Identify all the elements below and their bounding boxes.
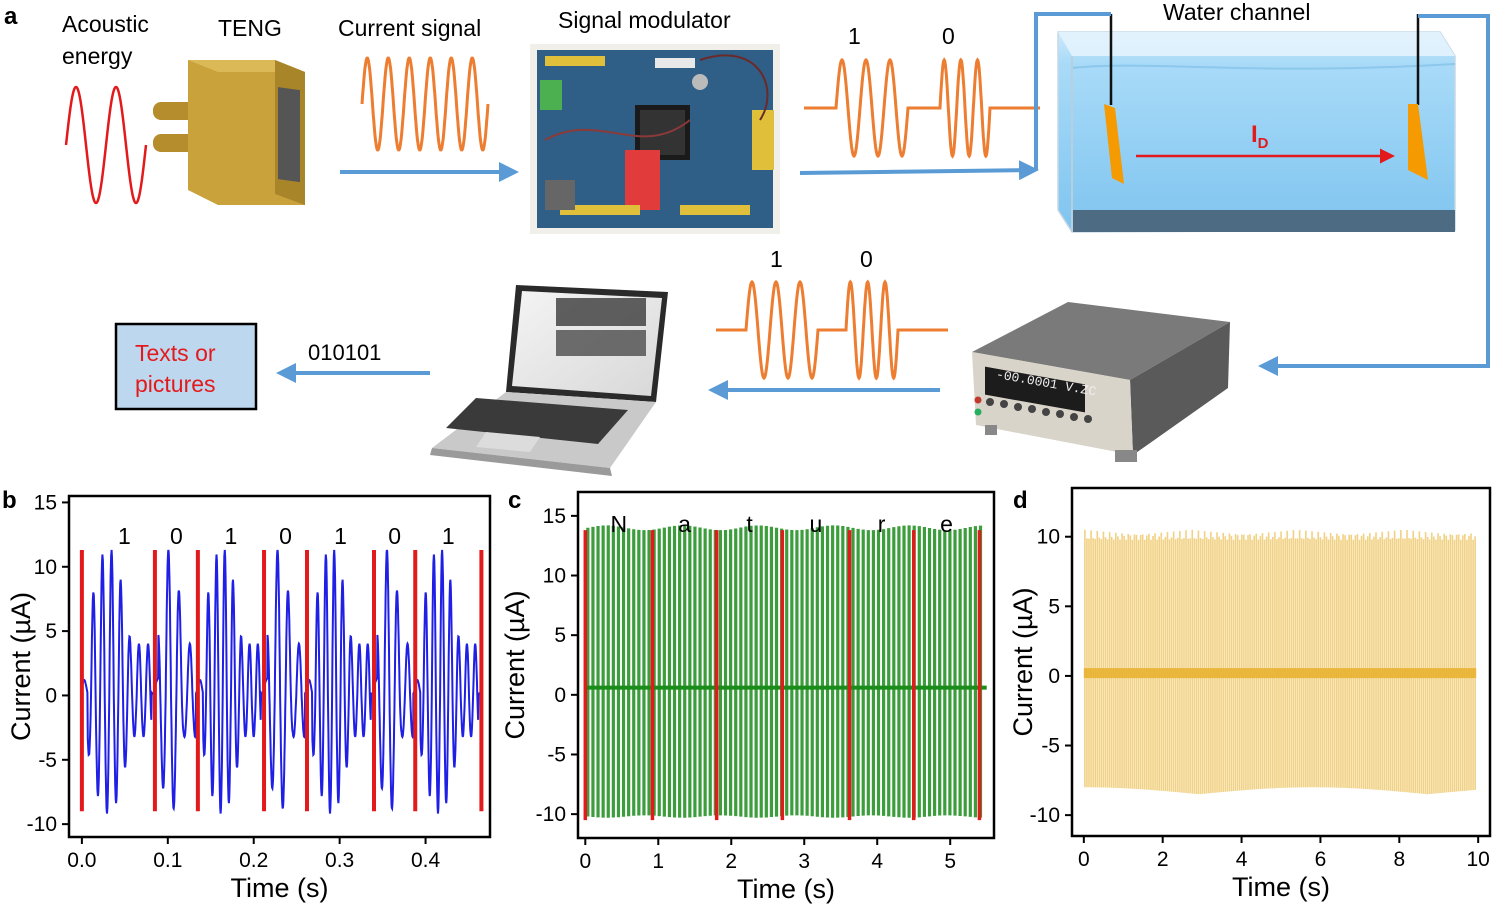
chart-d-ytick-label: -5 <box>1041 735 1060 758</box>
chart-c-xtick-label: 3 <box>798 850 810 873</box>
chart-c-letter-label: u <box>810 511 823 537</box>
panel-label-a: a <box>4 3 18 30</box>
label-binary-output: 010101 <box>308 340 381 365</box>
chart-b-ytick-label: 10 <box>34 556 57 579</box>
chart-b-ylabel: Current (µA) <box>6 592 36 741</box>
chart-b-bit-label: 1 <box>118 523 131 549</box>
label-acoustic-line2: energy <box>62 43 133 69</box>
chart-b-bit-label: 1 <box>442 523 455 549</box>
chart-b-ytick-label: -5 <box>38 749 57 772</box>
arrow-channel-to-meter <box>1258 14 1490 376</box>
chart-d-ytick-label: 5 <box>1048 595 1060 618</box>
chart-c-ytick-label: 5 <box>554 624 566 647</box>
chart-c-xtick-label: 1 <box>652 850 664 873</box>
chart-b-ytick-label: 0 <box>45 684 57 707</box>
laptop-icon <box>430 285 668 476</box>
chart-c-letter-label: N <box>611 511 628 537</box>
chart-b-xtick-label: 0.4 <box>411 849 441 872</box>
chart-b-bit-label: 0 <box>388 523 401 549</box>
chart-b-xlabel: Time (s) <box>231 873 329 903</box>
chart-c-xlabel: Time (s) <box>737 874 835 904</box>
chart-d-xtick-label: 6 <box>1315 848 1327 871</box>
chart-c-xtick-label: 0 <box>579 850 591 873</box>
label-bit-top-1: 1 <box>848 23 861 49</box>
label-teng: TENG <box>218 15 282 41</box>
chart-c-ytick-label: -5 <box>547 743 566 766</box>
chart-b-bit-label: 1 <box>225 523 238 549</box>
chart-b-xtick-label: 0.1 <box>153 849 182 872</box>
chart-d-ytick-label: -10 <box>1030 804 1060 827</box>
chart-d-frame <box>1070 486 1492 838</box>
chart-c-xtick-label: 2 <box>725 850 737 873</box>
chart-b-bit-label: 0 <box>170 523 183 549</box>
chart-b-xtick-label: 0.3 <box>325 849 354 872</box>
chart-b-bit-label: 0 <box>279 523 292 549</box>
chart-d-ytick-label: 0 <box>1048 665 1060 688</box>
wire-to-channel <box>1034 12 1111 170</box>
result-text-line2: pictures <box>135 371 216 397</box>
chart-c-ytick-label: 10 <box>543 565 566 588</box>
chart-b-ytick-label: 5 <box>45 620 57 643</box>
chart-b-xtick-label: 0.2 <box>239 849 268 872</box>
teng-device-icon <box>153 60 305 205</box>
chart-d-series <box>1083 529 1477 795</box>
chart-c-letter-label: a <box>678 511 691 537</box>
electrode-left <box>1104 104 1124 184</box>
chart-b-series-line <box>80 549 483 814</box>
modulated-wave-top <box>804 57 1040 159</box>
result-box <box>114 322 258 411</box>
chart-d-xtick-label: 8 <box>1393 848 1405 871</box>
label-bit-top-0: 0 <box>942 23 955 49</box>
chart-d-ylabel: Current (µA) <box>1008 587 1038 736</box>
chart-d-xtick-label: 0 <box>1078 848 1090 871</box>
chart-c-series <box>585 525 987 818</box>
label-water-channel: Water channel <box>1163 0 1310 25</box>
result-text-line1: Texts or <box>135 340 216 366</box>
label-signal-modulator: Signal modulator <box>558 7 731 33</box>
label-acoustic-line1: Acoustic <box>62 11 149 37</box>
chart-d-xlabel: Time (s) <box>1232 872 1330 902</box>
chart-c-ytick-label: 15 <box>543 505 566 528</box>
current-signal-wave <box>360 56 490 152</box>
electrode-right <box>1408 104 1428 180</box>
chart-c-xtick-label: 4 <box>871 850 883 873</box>
chart-d-xtick-label: 10 <box>1466 848 1489 871</box>
label-current-id: ID <box>1251 121 1269 152</box>
label-bit-bottom-1: 1 <box>770 246 783 272</box>
sine-wave-icon <box>64 85 148 205</box>
chart-c-xtick-label: 5 <box>944 850 956 873</box>
chart-c-letter-label: r <box>878 511 886 537</box>
circuit-board-icon <box>530 44 780 234</box>
panel-label-b: b <box>2 487 17 514</box>
label-current-signal: Current signal <box>338 15 481 41</box>
modulated-wave-bottom <box>716 279 948 381</box>
chart-b-bit-label: 1 <box>334 523 347 549</box>
chart-b-frame <box>67 494 492 839</box>
chart-c-ylabel: Current (µA) <box>500 590 530 739</box>
arrow-modulator-to-channel <box>799 160 1039 181</box>
chart-c-frame <box>576 490 996 840</box>
panel-label-c: c <box>508 487 521 514</box>
chart-d-ytick-label: 10 <box>1037 526 1060 549</box>
chart-c-ytick-label: 0 <box>554 684 566 707</box>
chart-b-xtick-label: 0.0 <box>67 849 96 872</box>
chart-c-letter-label: e <box>940 511 953 537</box>
water-tank-icon <box>1057 31 1456 233</box>
chart-b-ytick-label: -10 <box>27 813 57 836</box>
chart-c-ytick-label: -10 <box>536 803 566 826</box>
chart-d-xtick-label: 2 <box>1157 848 1169 871</box>
chart-b-ytick-label: 15 <box>34 491 57 514</box>
panel-label-d: d <box>1013 487 1028 514</box>
chart-c-letter-label: t <box>746 511 753 537</box>
label-bit-bottom-0: 0 <box>860 246 873 272</box>
chart-d-xtick-label: 4 <box>1236 848 1248 871</box>
electrometer-icon: -00.0001 V.ZC <box>972 302 1230 462</box>
panel-a: a Acoustic energy TENG Current signal Si… <box>4 0 1490 476</box>
